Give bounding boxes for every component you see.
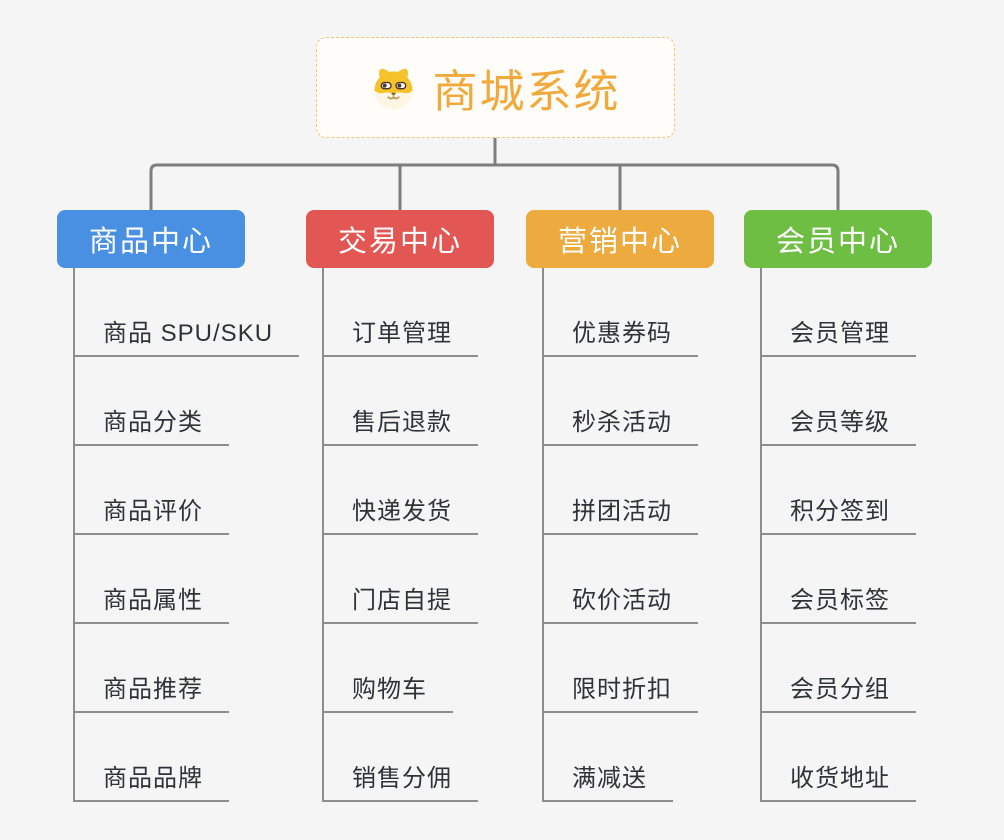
child-node[interactable]: 商品 SPU/SKU [73, 268, 300, 357]
child-label: 会员标签 [760, 580, 916, 624]
child-label: 售后退款 [322, 402, 478, 446]
branch-column: 营销中心 优惠券码 秒杀活动 拼团活动 砍价活动 限时折扣 满减送 [526, 210, 714, 802]
child-node[interactable]: 收货地址 [760, 713, 916, 802]
child-label: 商品 SPU/SKU [73, 313, 300, 357]
child-label: 秒杀活动 [542, 402, 698, 446]
child-label: 会员分组 [760, 669, 916, 713]
child-node[interactable]: 会员管理 [760, 268, 916, 357]
child-node[interactable]: 门店自提 [322, 535, 478, 624]
child-label: 销售分佣 [322, 758, 478, 802]
child-node[interactable]: 会员等级 [760, 357, 916, 446]
child-node[interactable]: 售后退款 [322, 357, 478, 446]
branch-children: 会员管理 会员等级 积分签到 会员标签 会员分组 收货地址 [760, 268, 916, 802]
child-label: 商品属性 [73, 580, 229, 624]
child-label: 满减送 [542, 758, 673, 802]
child-node[interactable]: 会员标签 [760, 535, 916, 624]
root-title: 商城系统 [432, 66, 621, 117]
child-label: 门店自提 [322, 580, 478, 624]
child-label: 拼团活动 [542, 491, 698, 535]
child-node[interactable]: 商品品牌 [73, 713, 299, 802]
branch-node-4[interactable]: 会员中心 [744, 210, 932, 268]
child-label: 商品分类 [73, 402, 229, 446]
child-node[interactable]: 购物车 [322, 624, 478, 713]
branch-children: 商品 SPU/SKU 商品分类 商品评价 商品属性 商品推荐 商品品牌 [73, 268, 300, 802]
child-node[interactable]: 积分签到 [760, 446, 916, 535]
branch-label: 商品中心 [88, 226, 213, 258]
child-label: 优惠券码 [542, 313, 698, 357]
child-node[interactable]: 销售分佣 [322, 713, 478, 802]
branch-label: 会员中心 [775, 226, 900, 258]
branch-children: 订单管理 售后退款 快递发货 门店自提 购物车 销售分佣 [322, 268, 478, 802]
dog-logo-icon [370, 64, 417, 111]
branch-children: 优惠券码 秒杀活动 拼团活动 砍价活动 限时折扣 满减送 [542, 268, 698, 802]
child-node[interactable]: 秒杀活动 [542, 357, 698, 446]
child-node[interactable]: 商品分类 [73, 357, 299, 446]
child-node[interactable]: 会员分组 [760, 624, 916, 713]
branch-node-1[interactable]: 商品中心 [57, 210, 245, 268]
branch-node-3[interactable]: 营销中心 [526, 210, 714, 268]
child-label: 商品品牌 [73, 758, 229, 802]
child-label: 会员等级 [760, 402, 916, 446]
branch-column: 商品中心 商品 SPU/SKU 商品分类 商品评价 商品属性 商品推荐 商品品牌 [57, 210, 300, 802]
child-label: 快递发货 [322, 491, 478, 535]
root-node[interactable]: 商城系统 [316, 37, 675, 138]
child-node[interactable]: 优惠券码 [542, 268, 698, 357]
branch-node-2[interactable]: 交易中心 [306, 210, 494, 268]
child-node[interactable]: 商品推荐 [73, 624, 299, 713]
child-node[interactable]: 订单管理 [322, 268, 478, 357]
child-label: 商品评价 [73, 491, 229, 535]
child-node[interactable]: 商品属性 [73, 535, 299, 624]
child-label: 积分签到 [760, 491, 916, 535]
branch-label: 营销中心 [557, 226, 682, 258]
child-node[interactable]: 快递发货 [322, 446, 478, 535]
child-node[interactable]: 拼团活动 [542, 446, 698, 535]
child-node[interactable]: 砍价活动 [542, 535, 698, 624]
branch-column: 交易中心 订单管理 售后退款 快递发货 门店自提 购物车 销售分佣 [306, 210, 494, 802]
child-label: 订单管理 [322, 313, 478, 357]
child-node[interactable]: 商品评价 [73, 446, 299, 535]
branch-column: 会员中心 会员管理 会员等级 积分签到 会员标签 会员分组 收货地址 [744, 210, 932, 802]
child-label: 收货地址 [760, 758, 916, 802]
branch-label: 交易中心 [337, 226, 462, 258]
child-label: 购物车 [322, 669, 453, 713]
child-label: 砍价活动 [542, 580, 698, 624]
child-label: 会员管理 [760, 313, 916, 357]
child-node[interactable]: 满减送 [542, 713, 698, 802]
child-node[interactable]: 限时折扣 [542, 624, 698, 713]
child-label: 限时折扣 [542, 669, 698, 713]
child-label: 商品推荐 [73, 669, 229, 713]
